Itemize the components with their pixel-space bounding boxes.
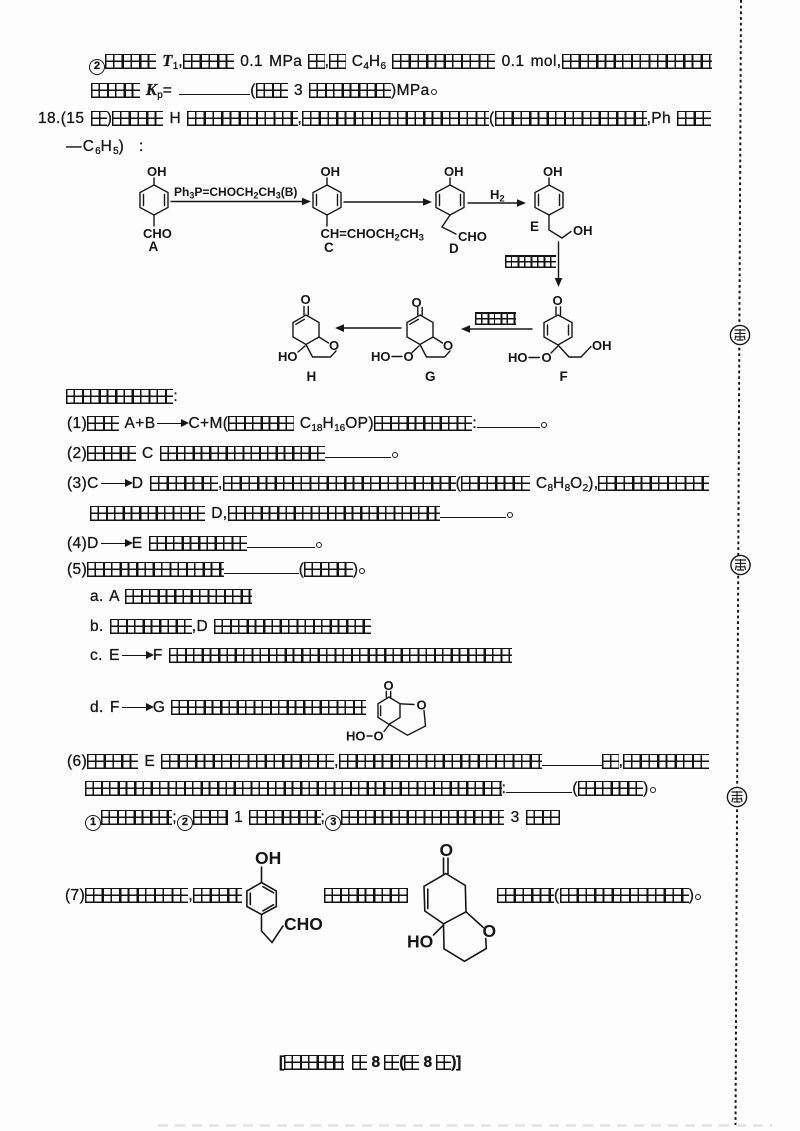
svg-text:CHO: CHO [458, 229, 487, 244]
svg-text:H: H [307, 369, 317, 384]
svg-text:O: O [384, 678, 394, 693]
svg-text:O: O [483, 921, 497, 941]
svg-text:O: O [440, 840, 454, 860]
svg-text:CHO: CHO [284, 914, 323, 934]
svg-text:HO: HO [407, 932, 433, 952]
svg-text:OH: OH [543, 164, 563, 179]
svg-text:OH: OH [255, 848, 281, 868]
svg-text:OH: OH [444, 164, 464, 179]
svg-text:O: O [301, 292, 311, 307]
svg-text:A: A [149, 239, 159, 254]
svg-text:E: E [530, 219, 539, 234]
svg-text:O: O [417, 698, 427, 713]
svg-text:HO: HO [508, 350, 528, 365]
svg-text:Ph3P=CHOCH2CH3(B): Ph3P=CHOCH2CH3(B) [174, 185, 297, 200]
svg-text:OH: OH [147, 164, 167, 179]
svg-text:CHO: CHO [143, 226, 172, 241]
svg-text:O: O [329, 338, 339, 353]
svg-text:D: D [449, 241, 459, 256]
svg-text:G: G [425, 369, 436, 384]
svg-text:C: C [324, 240, 334, 255]
svg-text:O: O [404, 349, 414, 364]
svg-text:F: F [560, 369, 568, 384]
svg-text:OH: OH [592, 338, 612, 353]
svg-text:O: O [542, 350, 552, 365]
svg-text:O: O [374, 729, 384, 744]
svg-text:CH=CHOCH2CH3: CH=CHOCH2CH3 [321, 226, 424, 244]
svg-text:O: O [443, 338, 453, 353]
svg-text:O: O [553, 293, 563, 308]
svg-text:OH: OH [321, 164, 341, 179]
svg-text:O: O [412, 295, 422, 310]
svg-text:OH: OH [573, 223, 593, 238]
svg-text:H2: H2 [490, 187, 505, 205]
svg-text:HO: HO [278, 349, 298, 364]
svg-text:HO: HO [371, 349, 391, 364]
svg-text:HO: HO [346, 729, 366, 744]
